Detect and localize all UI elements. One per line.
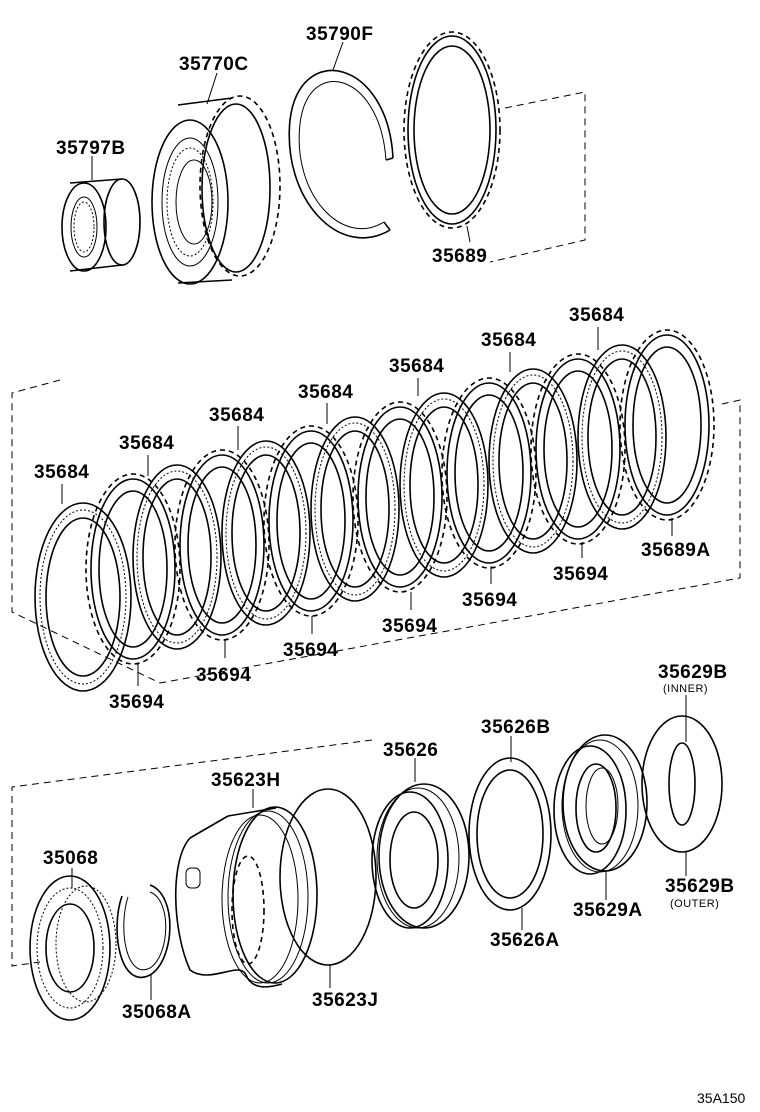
plate-35694-1[interactable]: [85, 473, 181, 665]
label-35770C: 35770C: [179, 54, 249, 75]
plate-35694-6[interactable]: [530, 353, 626, 545]
bottom-dashed-boundary: [11, 739, 373, 967]
note-outer: (OUTER): [670, 898, 719, 910]
label-35797B: 35797B: [56, 138, 126, 159]
note-inner: (INNER): [663, 683, 708, 695]
middle-leaders: [61, 327, 673, 686]
part-35797B-sleeve[interactable]: [61, 178, 141, 272]
plate-35694-3[interactable]: [263, 425, 359, 617]
label-35790F: 35790F: [306, 24, 373, 45]
top-group: [61, 31, 586, 285]
disc-35684-2[interactable]: [132, 464, 222, 650]
label-35684-6: 35684: [481, 330, 536, 351]
plate-35694-4[interactable]: [352, 401, 448, 593]
part-35770C-clutch-drum[interactable]: [151, 95, 281, 285]
diagram-code: 35A150: [697, 1090, 745, 1106]
disc-35684-3[interactable]: [221, 440, 311, 626]
label-35689: 35689: [432, 246, 487, 267]
label-35068: 35068: [43, 848, 98, 869]
label-35694-2: 35694: [196, 665, 251, 686]
part-35689-plate[interactable]: [403, 31, 501, 229]
label-35629B-outer: 35629B: [665, 876, 735, 897]
label-35684-4: 35684: [298, 382, 353, 403]
label-35684-2: 35684: [119, 433, 174, 454]
label-35694-4: 35694: [382, 616, 437, 637]
bottom-group: [11, 715, 723, 1021]
label-35694-5: 35694: [462, 590, 517, 611]
part-35629A-piston[interactable]: [553, 734, 648, 875]
label-35684-5: 35684: [389, 356, 444, 377]
top-dashed-boundary: [489, 91, 586, 263]
label-35629B-inner: 35629B: [658, 662, 728, 683]
part-35626-piston[interactable]: [371, 783, 470, 929]
label-35694-3: 35694: [283, 640, 338, 661]
label-35629A: 35629A: [573, 900, 643, 921]
disc-35684-7[interactable]: [577, 344, 667, 530]
middle-dashed-boundary: [11, 379, 741, 684]
part-35623H-drum[interactable]: [174, 806, 318, 988]
bottom-leaders: [71, 695, 687, 1000]
plate-35694-5[interactable]: [441, 377, 537, 569]
part-35623J-seal[interactable]: [279, 788, 377, 966]
plate-35689A[interactable]: [619, 329, 715, 521]
label-35694-6: 35694: [553, 564, 608, 585]
part-35790F-snap-ring[interactable]: [288, 69, 394, 239]
top-leaders: [91, 41, 471, 243]
label-35623J: 35623J: [312, 990, 378, 1011]
disc-35684-6[interactable]: [488, 368, 578, 554]
label-35689A: 35689A: [641, 540, 711, 561]
label-35626: 35626: [383, 740, 438, 761]
label-35626B: 35626B: [481, 717, 551, 738]
part-35068-spring-retainer[interactable]: [29, 875, 117, 1021]
part-35068A-snap-ring[interactable]: [116, 884, 171, 979]
label-35684-3: 35684: [209, 405, 264, 426]
label-35694-1: 35694: [109, 692, 164, 713]
label-35684-1: 35684: [34, 462, 89, 483]
disc-35684-1[interactable]: [34, 502, 132, 692]
disc-35684-4[interactable]: [310, 416, 400, 602]
label-35068A: 35068A: [122, 1002, 192, 1023]
label-35684-7: 35684: [569, 305, 624, 326]
plate-35694-2[interactable]: [174, 449, 270, 641]
disc-35684-5[interactable]: [399, 392, 489, 578]
part-35629B-seals[interactable]: [641, 715, 723, 853]
part-35626B-ring[interactable]: [468, 757, 552, 911]
label-35626A: 35626A: [490, 930, 560, 951]
label-35623H: 35623H: [211, 770, 281, 791]
middle-group: [11, 329, 741, 692]
